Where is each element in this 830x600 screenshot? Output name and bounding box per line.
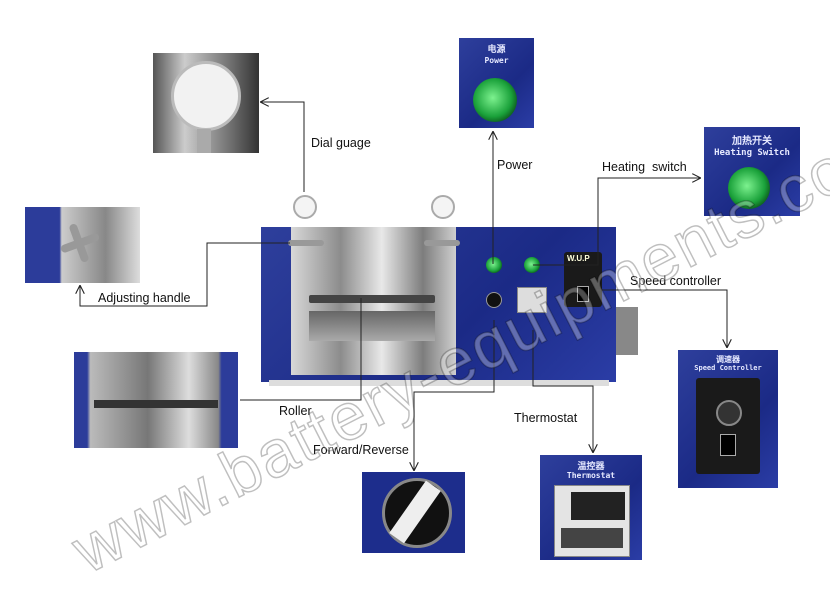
forward-reverse-connector: [414, 320, 495, 470]
heating-switch-photo: 加热开关 Heating Switch: [704, 127, 800, 216]
label-thermostat: Thermostat: [514, 411, 578, 425]
dial-gauge-connector: [261, 102, 305, 192]
power-caption-en: Power: [484, 56, 509, 65]
power-lamp-icon: [473, 78, 517, 122]
dial-gauge-left: [293, 195, 317, 219]
adjusting-handle-left: [288, 240, 324, 246]
roller-photo: [74, 352, 238, 448]
dial-gauge-photo: [153, 53, 259, 153]
power-photo: 电源 Power: [459, 38, 534, 128]
speed-caption-en: Speed Controller: [694, 364, 762, 372]
adjusting-handle-connector: [80, 242, 290, 307]
forward-reverse-photo: [362, 472, 465, 553]
heating-caption-en: Heating Switch: [714, 148, 790, 158]
speed-controller-photo: 调速器 Speed Controller: [678, 350, 778, 488]
label-dial-gauge: Dial guage: [311, 136, 371, 150]
thermostat-caption-en: Thermostat: [566, 471, 616, 480]
label-speed-controller: Speed controller: [630, 274, 722, 288]
machine-image: W.U.P: [261, 225, 638, 390]
thermostat-caption-cn: 温控器: [577, 462, 605, 472]
adjusting-handle-photo: [25, 207, 140, 283]
label-roller: Roller: [279, 404, 312, 418]
label-heating-switch: Heating switch: [602, 160, 687, 174]
label-power: Power: [497, 158, 533, 172]
power-caption-cn: 电源: [487, 45, 506, 55]
label-forward-reverse: Forward/Reverse: [313, 443, 409, 457]
heating-caption-cn: 加热开关: [732, 136, 772, 147]
roller-part: [309, 295, 435, 303]
label-adjusting-handle: Adjusting handle: [98, 291, 191, 305]
thermostat-connector: [532, 330, 593, 452]
speed-caption-cn: 调速器: [716, 355, 740, 364]
dial-gauge-right: [431, 195, 455, 219]
heating-lamp-icon: [728, 167, 770, 209]
speed-controller-connector: [597, 289, 727, 347]
wup-logo: W.U.P: [567, 254, 590, 263]
thermostat-photo: 温控器 Thermostat: [540, 455, 642, 560]
heating-switch-connector: [533, 178, 700, 266]
adjusting-handle-right: [424, 240, 460, 246]
roller-connector: [240, 298, 362, 401]
